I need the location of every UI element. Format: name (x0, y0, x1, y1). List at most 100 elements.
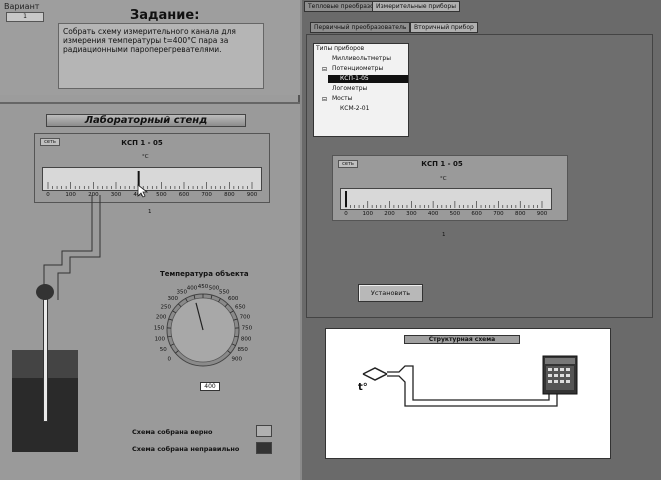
scale-tick-label: 0 (46, 192, 50, 198)
scale-tick-label: 700 (201, 192, 212, 198)
dial-tick-label: 50 (160, 347, 167, 353)
power-button[interactable]: сеть (40, 138, 60, 146)
dial-tick-label: 150 (154, 325, 165, 331)
temperature-input[interactable]: 400 (200, 382, 220, 391)
dial-tick (231, 343, 236, 346)
task-title: Задание: (130, 8, 200, 23)
dial-tick (185, 298, 188, 303)
dial-tick (233, 318, 238, 321)
expand-icon[interactable]: ⊟ (322, 96, 328, 103)
power-button[interactable]: сеть (338, 160, 358, 168)
dial-tick (227, 350, 231, 354)
dial-tick-label: 550 (219, 289, 230, 295)
scale-tick-label: 100 (362, 211, 374, 217)
status-correct-indicator (256, 425, 272, 437)
sensor-label: t° (358, 382, 368, 393)
dial-tick-label: 500 (209, 285, 220, 291)
dial-tick (168, 318, 173, 321)
scale-tick-label: 800 (224, 192, 235, 198)
instrument-value-label: 1 (442, 232, 446, 238)
instrument-title: КСП 1 - 05 (121, 139, 163, 147)
dial-tick (193, 295, 196, 300)
scale-tick-label: 400 (427, 211, 439, 217)
variant-label: Вариант (4, 2, 40, 11)
dial-tick-label: 600 (228, 296, 239, 302)
scale-tick-label: 500 (156, 192, 167, 198)
scale-tick-label: 300 (406, 211, 417, 217)
tree-item-ksp-1-05[interactable]: КСП-1-05 (328, 75, 408, 83)
scale-ticks-left (47, 171, 253, 189)
dial-tick (167, 335, 172, 338)
status-correct-label: Схема собрана верно (132, 428, 213, 436)
tab-measuring-instruments[interactable]: Измерительные приборы (372, 1, 460, 12)
dial-tick-label: 350 (176, 289, 187, 295)
scale-tick-label: 300 (110, 192, 122, 198)
expand-icon[interactable]: ⊟ (322, 66, 328, 73)
dial-tick (210, 295, 213, 300)
tree-root: Типы приборов (316, 45, 365, 52)
connection-wire (43, 195, 101, 300)
dial-tick-label: 200 (156, 315, 167, 321)
scale-tick-label: 500 (449, 211, 461, 217)
tree-item-logometers[interactable]: Логометры (332, 85, 368, 92)
dial-tick-label: 700 (240, 315, 251, 321)
variant-field[interactable]: 1 (6, 12, 44, 22)
task-text: Собрать схему измерительного канала для … (58, 23, 264, 89)
stand-title: Лабораторный стенд (46, 114, 246, 127)
scale-tick-label: 200 (384, 211, 395, 217)
tab-secondary-instrument[interactable]: Вторичный прибор (410, 22, 478, 33)
instrument-value-label: 1 (148, 209, 152, 215)
thermocouple-head-icon[interactable] (36, 284, 54, 300)
dial-tick (178, 303, 182, 307)
dial-tick-label: 0 (168, 356, 172, 362)
dial-tick (175, 350, 179, 354)
tree-item-bridges[interactable]: Мосты (332, 95, 353, 102)
diagram-title: Структурная схема (404, 335, 520, 344)
dial-tick (224, 303, 228, 307)
scale-tick-label: 100 (65, 192, 76, 198)
dial-tick (229, 310, 234, 314)
dial-tick (234, 335, 239, 338)
dial-tick-label: 850 (237, 347, 248, 353)
dial-tick-label: 100 (155, 336, 166, 342)
scale-tick-label: 800 (514, 211, 526, 217)
dial-tick-label: 900 (231, 356, 242, 362)
scale-tick-label: 0 (344, 211, 348, 217)
instrument-title: КСП 1 - 05 (421, 160, 463, 168)
dial-needle (195, 302, 204, 331)
scale-tick-label: 900 (246, 192, 258, 198)
install-button[interactable]: Установить (358, 284, 423, 302)
scale-ticks-right (345, 191, 543, 208)
dial-tick (172, 310, 177, 314)
instrument-unit: °С (142, 154, 149, 160)
diagram-drawing (362, 355, 578, 407)
scale-tick-label: 900 (536, 211, 548, 217)
instrument-unit: °С (440, 176, 447, 182)
tree-item-millivoltmeters[interactable]: Милливольтметры (332, 55, 391, 62)
dial-tick (170, 343, 175, 346)
dial-tick-label: 400 (187, 285, 198, 291)
device-type-tree[interactable]: Типы приборов Милливольтметры Потенциоме… (313, 43, 409, 137)
tree-item-potentiometers[interactable]: Потенциометры (332, 65, 384, 72)
instrument-scale (340, 188, 552, 210)
status-incorrect-label: Схема собрана неправильно (132, 445, 240, 453)
scale-labels: 0 100 200 300 400 500 600 700 800 900 (340, 211, 552, 219)
dial-tick-label: 450 (198, 284, 209, 290)
scale-tick-label: 200 (88, 192, 99, 198)
status-incorrect-indicator (256, 442, 272, 454)
scale-tick-label: 700 (493, 211, 504, 217)
thermocouple-probe[interactable] (43, 298, 48, 422)
dial-tick-label: 800 (241, 336, 252, 342)
dial-tick-label: 750 (242, 325, 253, 331)
dial-tick-label: 250 (161, 305, 172, 311)
tab-primary-converter[interactable]: Первичный преобразователь (310, 22, 411, 33)
dial-tick-label: 300 (168, 296, 179, 302)
dial-tick (218, 298, 221, 303)
scale-tick-label: 600 (471, 211, 482, 217)
dial-tick-label: 650 (235, 305, 246, 311)
tree-item-ksm-2-01[interactable]: КСМ-2-01 (340, 105, 370, 112)
scale-tick-label: 600 (178, 192, 190, 198)
cursor-icon (136, 184, 149, 198)
temperature-label: Температура объекта (160, 270, 249, 278)
